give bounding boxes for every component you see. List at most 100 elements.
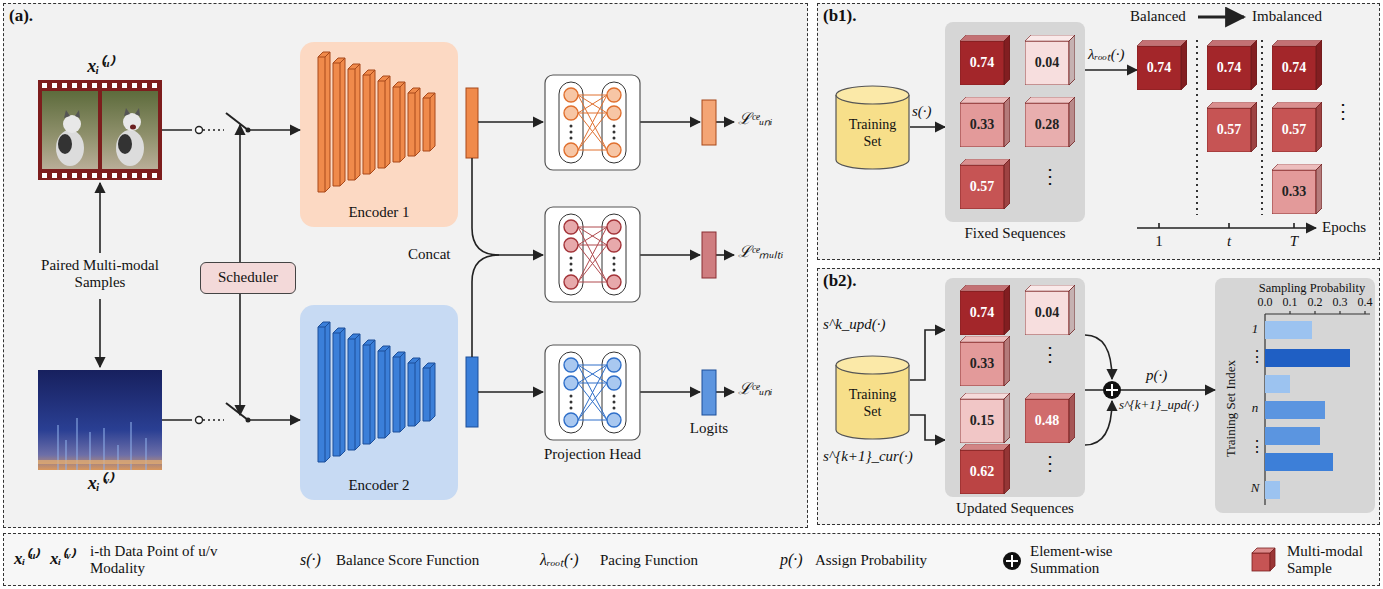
feature-vector [466, 88, 478, 158]
cube-front [960, 103, 1004, 147]
cube-side [1069, 285, 1075, 335]
epoch-guides [1137, 17, 1316, 228]
cube-side [1316, 102, 1322, 152]
cube-side-dark [1004, 393, 1010, 443]
cube-top [1137, 40, 1187, 46]
cube-top [960, 35, 1010, 41]
connector-arrow [910, 415, 945, 440]
cube-top-light [1025, 35, 1075, 41]
score-value: 0.33 [960, 342, 1004, 386]
text-label: Concat [408, 246, 451, 263]
cube-top [1272, 102, 1322, 108]
score-value: 0.57 [960, 165, 1004, 209]
cube-side [1004, 97, 1010, 147]
sample-cube: 0.33 [1272, 164, 1322, 214]
cube-side-dark [1069, 97, 1075, 147]
scheduler-box: Scheduler [200, 262, 296, 294]
cylinder-body [836, 365, 909, 439]
cube-front [1025, 399, 1069, 443]
score-value: 0.74 [960, 41, 1004, 85]
sample-cube: 0.74 [1137, 40, 1187, 90]
cube-top-light [960, 444, 1010, 450]
cube-front [960, 399, 1004, 443]
text-label: Paired Multi-modal Samples [25, 257, 175, 292]
encoder-block: Encoder 1 [300, 42, 458, 227]
cube-top-light [1272, 102, 1322, 108]
cube-side [1004, 159, 1010, 209]
cube-side-dark [1004, 97, 1010, 147]
dataset-label: Training Set [842, 387, 904, 419]
group-heading: Fixed Sequences [930, 225, 1100, 242]
cube-front [1272, 108, 1316, 152]
cube-top [1025, 285, 1075, 291]
chart-title: Sampling Probability [1251, 281, 1373, 295]
sample-cube: 0.33 [960, 336, 1010, 386]
cube-side-dark [1069, 393, 1075, 443]
score-value: 0.57 [1272, 108, 1316, 152]
cube-top [1025, 97, 1075, 103]
cube-side [1004, 393, 1010, 443]
text-label: 0.3 [1328, 296, 1352, 310]
score-value: 0.74 [1137, 46, 1181, 90]
text-label: ℒᶜᵉₘᵤₗₜᵢ [738, 243, 784, 261]
cube-side-dark [1004, 444, 1010, 494]
text-label: ℒᶜᵉᵤₙᵢ [738, 380, 773, 398]
sample-cube: 0.15 [960, 393, 1010, 443]
cube-front [960, 291, 1004, 335]
score-value: 0.74 [960, 291, 1004, 335]
cube-top [960, 159, 1010, 165]
text-label: ℒᶜᵉᵤₙᵢ [738, 110, 773, 128]
cube-top [960, 97, 1010, 103]
text-label: Training Set Index [1224, 359, 1239, 456]
text-label: n [1249, 401, 1261, 416]
projection-head [545, 207, 640, 302]
cube-top [960, 336, 1010, 342]
cube-top [1025, 393, 1075, 399]
cube-top [960, 393, 1010, 399]
score-value: 0.62 [960, 450, 1004, 494]
text-label: p(·) [780, 551, 803, 569]
score-value: 0.57 [1207, 108, 1251, 152]
text-label: Projection Head [535, 446, 650, 463]
text-label: Logits [685, 420, 733, 437]
legend-ground [3, 533, 1380, 586]
legend-text: Element-wise Summation [1030, 543, 1125, 578]
score-value: 0.74 [1272, 46, 1316, 90]
text-label: 0.1 [1278, 296, 1302, 310]
video-frame [38, 80, 162, 180]
cube-side-dark [1069, 35, 1075, 85]
logits-bar [702, 232, 716, 278]
cube-front [1272, 46, 1316, 90]
cube-side [1251, 102, 1257, 152]
dataset-cylinder: Training Set [835, 85, 910, 170]
encoder-block: Encoder 2 [300, 305, 458, 500]
score-value: 0.04 [1025, 291, 1069, 335]
score-value: 0.48 [1025, 399, 1069, 443]
cube-side-dark [1316, 102, 1322, 152]
cube-front [1207, 108, 1251, 152]
cube-front [960, 450, 1004, 494]
score-value: 0.33 [1272, 170, 1316, 214]
cube-front [960, 41, 1004, 85]
symbol-label: xᵢ⁽ᵘ⁾ [18, 56, 182, 77]
cube-side [1316, 164, 1322, 214]
cube-side-dark [1316, 40, 1322, 90]
cube-front [1207, 46, 1251, 90]
score-value: 0.33 [960, 103, 1004, 147]
cube-side [1181, 40, 1187, 90]
probability-bars [1215, 278, 1375, 513]
score-value: 0.04 [1025, 41, 1069, 85]
cube-front [1137, 46, 1181, 90]
panel-ground [817, 3, 1380, 260]
dataset-cylinder: Training Set [835, 355, 910, 440]
sum-symbol [1103, 381, 1121, 399]
sample-cube: 0.57 [960, 159, 1010, 209]
cube-front [1025, 291, 1069, 335]
cube-side-dark [1004, 336, 1010, 386]
text-label: t [1224, 233, 1234, 250]
sample-cube: 0.74 [1272, 40, 1322, 90]
sample-cube: 0.04 [1025, 285, 1075, 335]
text-label: xᵢ⁽ᵛ⁾ [50, 549, 74, 569]
edge-label: p(·) [1146, 367, 1167, 384]
cube-top-light [1272, 40, 1322, 46]
